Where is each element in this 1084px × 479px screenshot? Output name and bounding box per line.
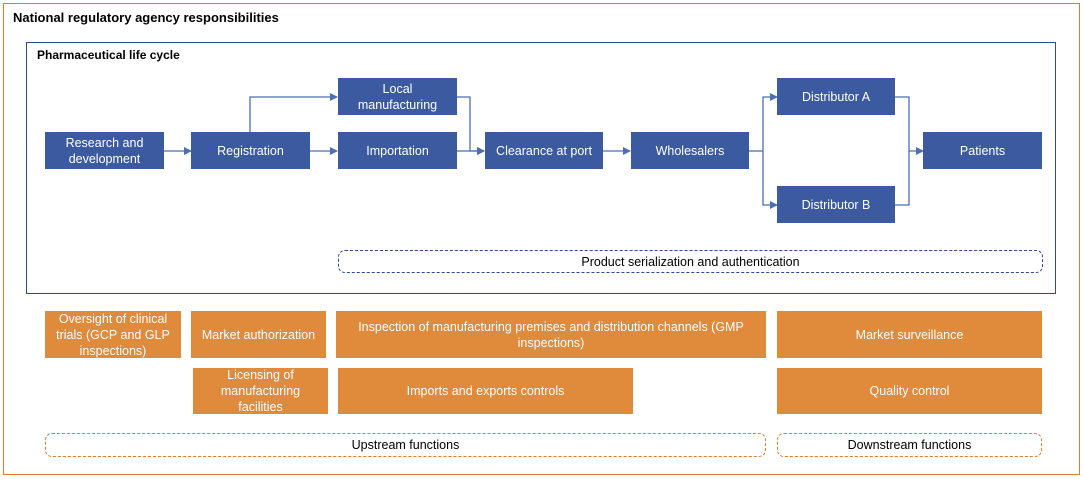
function-inspection: Inspection of manufacturing premises and… bbox=[336, 311, 766, 358]
downstream-band: Downstream functions bbox=[777, 433, 1042, 457]
node-local-manufacturing: Local manufacturing bbox=[338, 78, 457, 115]
function-oversight: Oversight of clinical trials (GCP and GL… bbox=[45, 311, 181, 358]
function-quality-control: Quality control bbox=[777, 368, 1042, 414]
node-clearance: Clearance at port bbox=[485, 132, 603, 169]
function-market-authorization: Market authorization bbox=[191, 311, 326, 358]
arrow-split-distributor-b bbox=[762, 151, 778, 209]
node-distributor-b: Distributor B bbox=[777, 186, 895, 223]
page-title: National regulatory agency responsibilit… bbox=[13, 10, 279, 25]
node-research: Research and development bbox=[45, 132, 164, 169]
serialization-band: Product serialization and authentication bbox=[338, 250, 1043, 273]
node-patients: Patients bbox=[923, 132, 1042, 169]
node-registration: Registration bbox=[191, 132, 310, 169]
arrow-local-clearance bbox=[457, 96, 485, 155]
arrow-distributor-a-patients bbox=[895, 96, 924, 155]
upstream-band: Upstream functions bbox=[45, 433, 766, 457]
function-market-surveillance: Market surveillance bbox=[777, 311, 1042, 358]
outer-frame bbox=[3, 3, 1080, 475]
arrow-split-distributor-a bbox=[762, 93, 778, 151]
function-licensing: Licensing of manufacturing facilities bbox=[193, 368, 328, 414]
arrow-registration-local bbox=[249, 93, 338, 133]
node-distributor-a: Distributor A bbox=[777, 78, 895, 115]
line-distributor-b-patients bbox=[895, 151, 910, 206]
lifecycle-title: Pharmaceutical life cycle bbox=[37, 48, 180, 62]
function-imports-exports: Imports and exports controls bbox=[338, 368, 633, 414]
node-wholesalers: Wholesalers bbox=[631, 132, 749, 169]
lifecycle-frame bbox=[26, 42, 1056, 294]
node-importation: Importation bbox=[338, 132, 457, 169]
